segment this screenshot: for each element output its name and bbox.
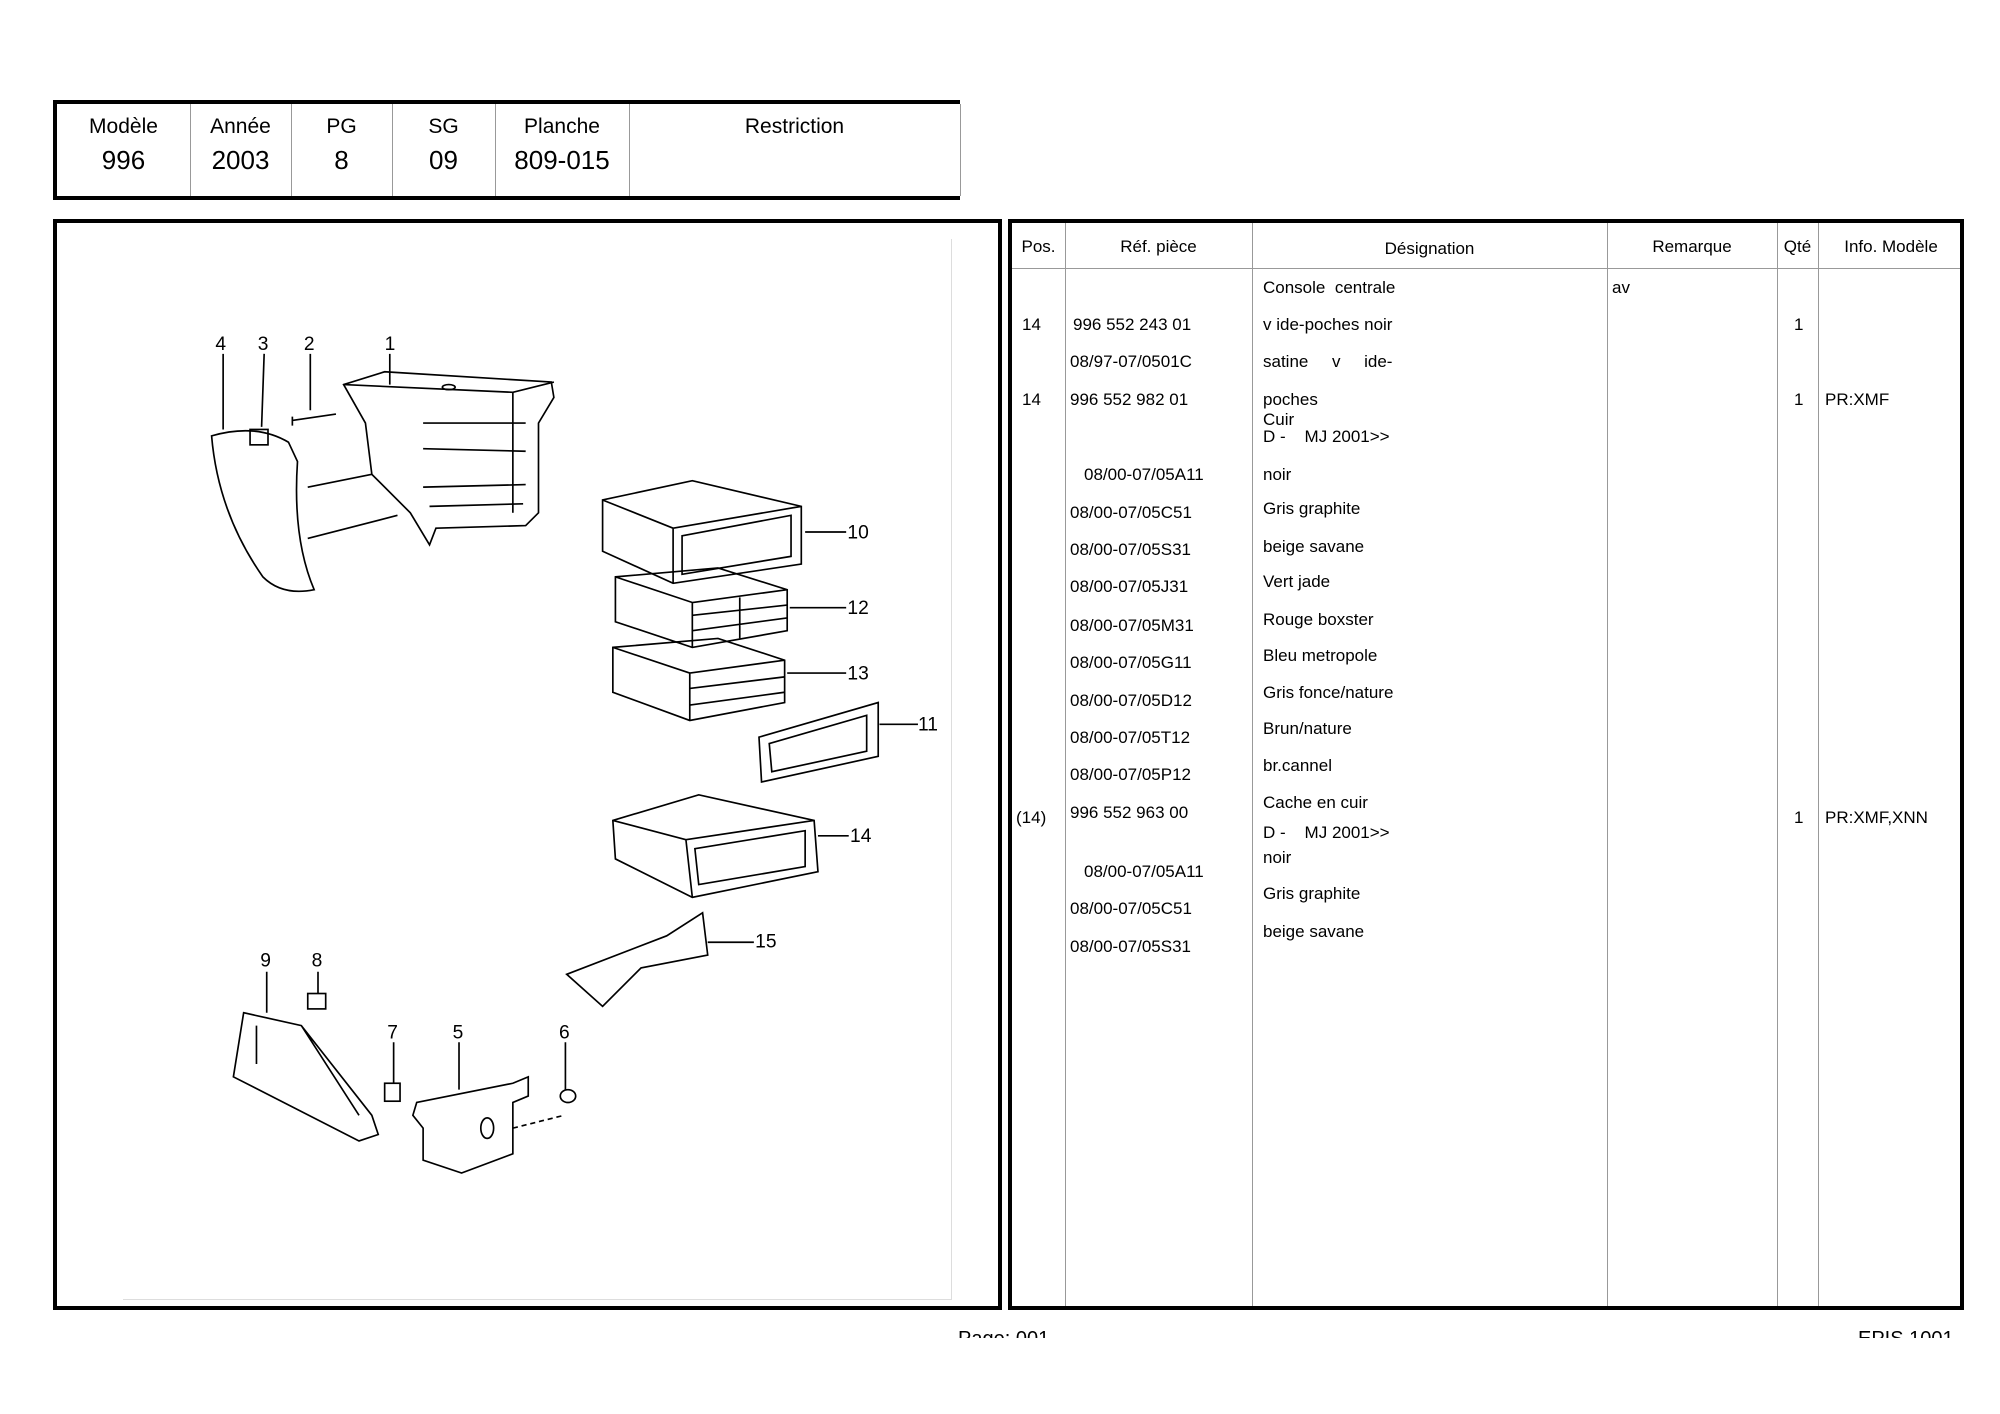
pos-cell: 14 xyxy=(1022,315,1041,334)
info-modele-cell: PR:XMF,XNN xyxy=(1825,808,1928,827)
designation-cell: satine v ide- xyxy=(1263,352,1393,371)
header-value: 996 xyxy=(101,145,146,175)
date-code-cell: 08/00-07/05S31 xyxy=(1070,937,1191,956)
designation-cell: Cache en cuir xyxy=(1263,793,1368,812)
date-code-cell: 08/00-07/05C51 xyxy=(1070,503,1192,522)
designation-cell: noir xyxy=(1263,465,1292,484)
header-info-table: Modèle 996 Année 2003 PG 8 SG 09 Planche… xyxy=(53,100,961,200)
page-number: Page: 001 xyxy=(958,1326,1049,1338)
date-code-cell: 08/00-07/05C51 xyxy=(1070,899,1192,918)
diagram-frame xyxy=(123,239,952,1300)
part-number-cell[interactable]: 996 552 243 01 xyxy=(1073,315,1192,334)
exploded-diagram-panel xyxy=(53,219,1002,1310)
qty-cell: 1 xyxy=(1794,390,1804,409)
designation-cell: Cuir xyxy=(1263,410,1295,429)
designation-cell: Console centrale xyxy=(1263,278,1396,297)
column-header-pos: Pos. xyxy=(1021,237,1056,256)
designation-cell: noir xyxy=(1263,848,1292,867)
designation-cell: Vert jade xyxy=(1263,572,1331,591)
header-value: 2003 xyxy=(211,145,270,175)
designation-cell: Bleu metropole xyxy=(1263,646,1378,665)
info-modele-cell: PR:XMF xyxy=(1825,390,1890,409)
header-value: 09 xyxy=(429,145,458,175)
designation-cell: beige savane xyxy=(1263,537,1365,556)
remarque-cell: av xyxy=(1612,278,1630,297)
designation-cell: D - MJ 2001>> xyxy=(1263,427,1390,446)
header-label: PG xyxy=(326,115,357,138)
qty-cell: 1 xyxy=(1794,808,1804,827)
header-annee: Année 2003 xyxy=(190,104,292,196)
header-value: 809-015 xyxy=(514,145,610,175)
column-divider xyxy=(1252,223,1253,1306)
column-header-designation: Désignation xyxy=(1384,239,1475,258)
pos-cell: (14) xyxy=(1016,808,1047,827)
designation-cell: D - MJ 2001>> xyxy=(1263,823,1390,842)
header-label: Modèle xyxy=(89,115,158,138)
designation-cell: Gris graphite xyxy=(1263,499,1361,518)
column-header-info: Info. Modèle xyxy=(1844,237,1938,256)
designation-cell: br.cannel xyxy=(1263,756,1332,775)
date-code-cell: 08/00-07/05S31 xyxy=(1070,540,1191,559)
date-code-cell: 08/97-07/0501C xyxy=(1070,352,1192,371)
date-code-cell: 08/00-07/05P12 xyxy=(1070,765,1191,784)
designation-cell: Brun/nature xyxy=(1263,719,1352,738)
designation-cell: poches xyxy=(1263,390,1318,409)
designation-cell: Gris fonce/nature xyxy=(1263,683,1394,702)
header-planche: Planche 809-015 xyxy=(495,104,630,196)
header-sg: SG 09 xyxy=(392,104,496,196)
designation-cell: Gris graphite xyxy=(1263,884,1361,903)
document-code: EPIS 1001 xyxy=(1858,1326,1954,1338)
header-label: Année xyxy=(210,115,271,138)
part-number-cell[interactable]: 996 552 982 01 xyxy=(1070,390,1189,409)
header-restriction: Restriction xyxy=(629,104,961,196)
designation-cell: beige savane xyxy=(1263,922,1365,941)
date-code-cell: 08/00-07/05J31 xyxy=(1070,577,1189,596)
header-pg: PG 8 xyxy=(291,104,393,196)
header-label: Planche xyxy=(524,115,600,138)
header-modele: Modèle 996 xyxy=(57,104,191,196)
date-code-cell: 08/00-07/05M31 xyxy=(1070,616,1194,635)
column-divider xyxy=(1818,223,1819,1306)
pos-cell: 14 xyxy=(1022,390,1041,409)
date-code-cell: 08/00-07/05G11 xyxy=(1070,653,1192,672)
designation-cell: v ide-poches noir xyxy=(1263,315,1393,334)
column-divider xyxy=(1607,223,1608,1306)
date-code-cell: 08/00-07/05T12 xyxy=(1070,728,1191,747)
qty-cell: 1 xyxy=(1794,315,1804,334)
date-code-cell: 08/00-07/05D12 xyxy=(1070,691,1192,710)
date-code-cell: 08/00-07/05A11 xyxy=(1084,862,1204,881)
parts-table: Pos. Réf. pièce Désignation Remarque Qté… xyxy=(1008,219,1964,1310)
column-divider xyxy=(1777,223,1778,1306)
header-label: SG xyxy=(428,115,459,138)
column-header-qty: Qté xyxy=(1783,237,1812,256)
column-divider xyxy=(1065,223,1066,1306)
column-header-ref: Réf. pièce xyxy=(1120,237,1197,256)
header-divider xyxy=(1012,268,1960,269)
designation-cell: Rouge boxster xyxy=(1263,610,1374,629)
date-code-cell: 08/00-07/05A11 xyxy=(1084,465,1204,484)
part-number-cell[interactable]: 996 552 963 00 xyxy=(1070,803,1189,822)
header-label: Restriction xyxy=(744,115,845,138)
header-value: 8 xyxy=(334,145,349,175)
column-header-remarque: Remarque xyxy=(1652,237,1732,256)
